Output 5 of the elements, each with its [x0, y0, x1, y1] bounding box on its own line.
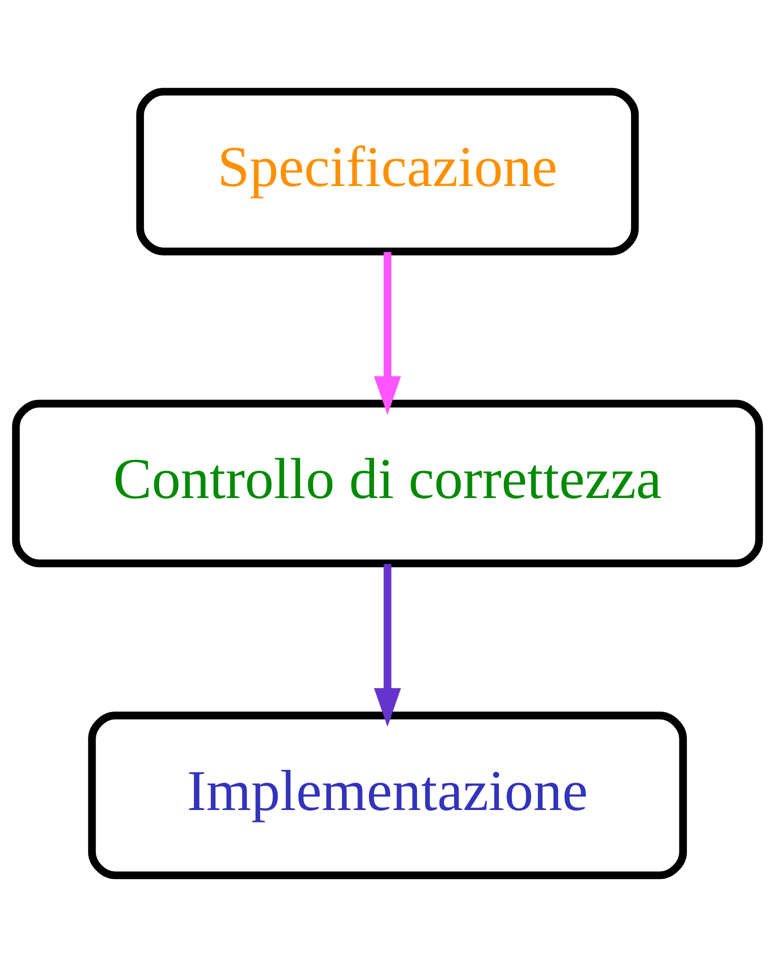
node-box: Implementazione: [88, 712, 687, 880]
node-box: Specificazione: [136, 88, 639, 256]
arrow: [374, 564, 402, 727]
arrow: [374, 252, 402, 415]
node-box: Controllo di correttezza: [12, 400, 763, 568]
